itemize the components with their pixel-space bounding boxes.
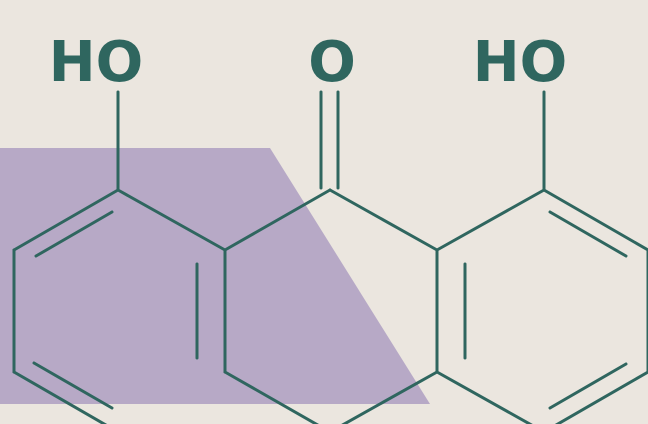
bond-right-ring-c-inner — [548, 362, 628, 410]
label-hydroxyl-right: HO — [473, 30, 567, 95]
bond-left-ring-a-inner — [34, 210, 114, 258]
bond-right-ring-f — [435, 370, 533, 424]
bond-central-right-bottom — [341, 370, 439, 424]
bond-central-right-top — [328, 188, 439, 252]
bond-central-left-bottom — [223, 370, 320, 424]
bond-left-ring-c — [12, 370, 108, 424]
bond-left-ring-c-inner — [32, 361, 114, 410]
accent-shape — [0, 148, 430, 404]
bond-right-ring-c — [554, 370, 648, 424]
label-carbonyl-oxygen: O — [308, 30, 356, 95]
bond-right-ring-d — [435, 188, 546, 252]
label-hydroxyl-left: HO — [49, 30, 143, 95]
bond-central-left-top — [223, 188, 332, 252]
bond-left-ring-d — [116, 188, 227, 252]
bond-lines — [12, 90, 648, 424]
bond-left-ring-a — [12, 188, 120, 252]
bond-right-ring-a — [542, 188, 648, 252]
bond-right-ring-a-inner — [548, 210, 628, 258]
